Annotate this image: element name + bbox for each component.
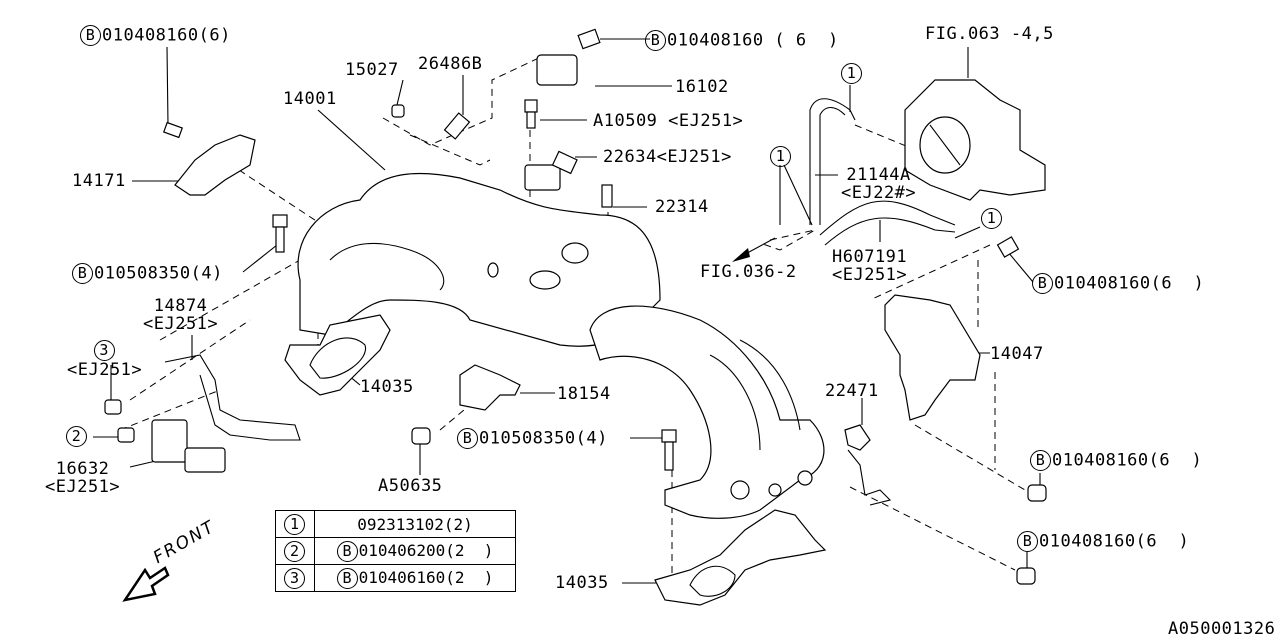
- bolts: [104, 28, 1047, 585]
- callout-14035-lower: 14035: [555, 573, 609, 593]
- callout-a50635: A50635: [378, 476, 443, 496]
- drawing-id: A050001326: [1168, 619, 1276, 639]
- callout-16102: 16102: [675, 77, 729, 97]
- assembly-dashed-lines: [119, 54, 1026, 595]
- bracket-14874: [164, 354, 301, 441]
- bolt-b-icon: B: [1030, 450, 1051, 471]
- intake-manifold-lower: [589, 305, 825, 519]
- callout-fig-063[interactable]: FIG.063 -4,5: [925, 24, 1054, 44]
- callout-fig-036[interactable]: FIG.036-2: [700, 262, 797, 282]
- callout-h607191: H607191<EJ251>: [832, 247, 908, 285]
- callout-21144a: 21144A<EJ22#>: [841, 165, 917, 203]
- ref-1-icon: 1: [981, 208, 1002, 229]
- legend-row: 1 092313102(2): [275, 510, 516, 538]
- callout-14001: 14001: [283, 89, 337, 109]
- pressure-sensor: [524, 164, 561, 191]
- ref-1-icon: 1: [841, 63, 862, 84]
- callout-14035-upper: 14035: [360, 377, 414, 397]
- hose-h607191: [819, 200, 956, 236]
- callout-26486b: 26486B: [418, 54, 483, 74]
- callout-a10509: A10509 <EJ251>: [593, 111, 744, 131]
- fig036-arrow-icon: [732, 248, 750, 262]
- bolt-b-icon: B: [80, 25, 101, 46]
- callout-ref-3: 3<EJ251>: [67, 340, 143, 380]
- ref-1-icon: 1: [284, 513, 305, 535]
- hose-21144a: [809, 98, 856, 225]
- bolt-b-icon: B: [336, 540, 358, 562]
- callout-15027: 15027: [345, 60, 399, 80]
- callout-18154: 18154: [557, 384, 611, 404]
- callout-22634: 22634<EJ251>: [603, 147, 732, 167]
- intake-manifold-upper: [297, 172, 661, 347]
- gasket-14035-upper: [284, 314, 391, 396]
- parts: [104, 28, 1047, 606]
- bracket-14171: [174, 134, 256, 196]
- bracket-18154: [459, 364, 521, 411]
- callout-14171: 14171: [72, 171, 126, 191]
- callout-22314: 22314: [655, 197, 709, 217]
- bolt-b-icon: B: [1032, 273, 1053, 294]
- callout-ref-1-b: 1: [770, 146, 792, 167]
- cover-14047: [884, 294, 981, 421]
- bolt-b-icon: B: [457, 428, 478, 449]
- bolt-b-icon: B: [1017, 531, 1038, 552]
- gasket-14035-lower: [654, 509, 827, 606]
- ref-3-icon: 3: [284, 567, 305, 589]
- callout-14874: 14874<EJ251>: [143, 296, 219, 334]
- ref-2-icon: 2: [66, 426, 87, 447]
- bolt-b-icon: B: [72, 263, 93, 284]
- callout-ref-1-c: 1: [981, 208, 1003, 229]
- ref-3-icon: 3: [93, 340, 115, 361]
- callout-ref-2: 2: [66, 426, 88, 447]
- callout-16632: 16632<EJ251>: [45, 459, 121, 497]
- callout-ref-1-a: 1: [841, 63, 863, 84]
- solenoid-16102: [536, 54, 578, 86]
- callout-22471: 22471: [825, 381, 879, 401]
- ref-2-icon: 2: [284, 540, 305, 562]
- valve-16632: [151, 419, 188, 463]
- connector-22471: [844, 424, 871, 451]
- bolt-b-icon: B: [645, 30, 666, 51]
- callout-14047: 14047: [990, 344, 1044, 364]
- front-arrow-icon: [122, 566, 170, 602]
- bolt-b-icon: B: [336, 567, 358, 589]
- ref-1-icon: 1: [770, 146, 791, 167]
- leader-lines: [93, 38, 1041, 584]
